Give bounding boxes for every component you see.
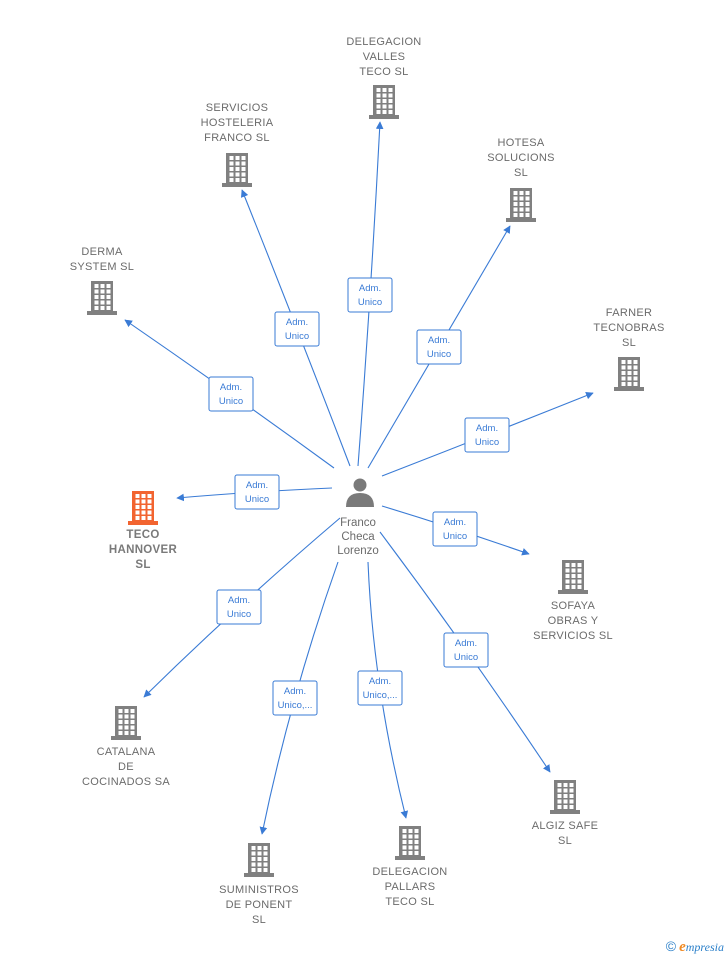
company-name-delegacion-pallars[interactable]: PALLARS — [385, 881, 436, 893]
company-name-delegacion-pallars[interactable]: TECO SL — [385, 896, 434, 908]
relation-label-hotesa-solucions[interactable]: Adm. Unico — [416, 329, 462, 365]
brand-initial: e — [679, 939, 686, 955]
building-icon[interactable] — [506, 188, 536, 222]
company-name-delegacion-valles[interactable]: DELEGACION — [346, 36, 421, 48]
person-name[interactable]: Lorenzo — [337, 545, 379, 557]
relation-text: Adm. — [369, 676, 391, 687]
company-name-suministros-ponent[interactable]: SL — [252, 914, 266, 926]
relation-box — [416, 329, 462, 365]
relation-text: Adm. — [455, 638, 477, 649]
relation-text: Adm. — [476, 423, 498, 434]
company-name-farner-tecnobras[interactable]: SL — [622, 337, 636, 349]
relation-text: Unico,... — [363, 690, 398, 701]
company-name-servicios-hosteleria[interactable]: FRANCO SL — [204, 132, 270, 144]
company-name-teco-hannover[interactable]: TECO — [126, 529, 159, 541]
relation-label-catalana-cocinados[interactable]: Adm. Unico — [216, 589, 262, 625]
company-name-teco-hannover[interactable]: HANNOVER — [109, 544, 178, 556]
relation-text: Adm. — [286, 317, 308, 328]
person-icon[interactable] — [346, 478, 374, 508]
relation-box — [274, 311, 320, 347]
company-name-sofaya-obras[interactable]: SOFAYA — [551, 600, 596, 612]
company-name-delegacion-valles[interactable]: VALLES — [363, 51, 406, 63]
relation-text: Unico,... — [278, 700, 313, 711]
relation-box — [432, 511, 478, 547]
edges-layer — [124, 121, 594, 835]
relation-text: Adm. — [428, 335, 450, 346]
company-name-derma-system[interactable]: DERMA — [81, 246, 123, 258]
building-icon[interactable] — [395, 826, 425, 860]
relation-text: Unico — [245, 494, 269, 505]
building-icon[interactable] — [369, 85, 399, 119]
relation-label-servicios-hosteleria[interactable]: Adm. Unico — [274, 311, 320, 347]
relation-text: Unico — [358, 297, 382, 308]
building-icon[interactable] — [614, 357, 644, 391]
copyright-symbol: © — [665, 938, 677, 954]
building-icon[interactable] — [558, 560, 588, 594]
company-name-algiz-safe[interactable]: SL — [558, 835, 572, 847]
company-name-hotesa-solucions[interactable]: SOLUCIONS — [487, 152, 555, 164]
company-name-teco-hannover[interactable]: SL — [135, 559, 150, 571]
company-name-sofaya-obras[interactable]: OBRAS Y — [548, 615, 599, 627]
relation-label-farner-tecnobras[interactable]: Adm. Unico — [464, 417, 510, 453]
company-name-suministros-ponent[interactable]: SUMINISTROS — [219, 884, 299, 896]
empresia-watermark: © empresia — [666, 938, 724, 956]
building-icon[interactable] — [244, 843, 274, 877]
building-icon[interactable] — [111, 706, 141, 740]
relation-text: Unico — [285, 331, 309, 342]
relation-box — [464, 417, 510, 453]
relation-label-suministros-ponent[interactable]: Adm. Unico,... — [272, 680, 318, 716]
company-name-delegacion-valles[interactable]: TECO SL — [359, 66, 408, 78]
relation-text: Unico — [219, 396, 243, 407]
company-name-hotesa-solucions[interactable]: HOTESA — [497, 137, 544, 149]
company-name-servicios-hosteleria[interactable]: SERVICIOS — [206, 102, 268, 114]
person-name[interactable]: Franco — [340, 517, 376, 529]
building-icon[interactable] — [550, 780, 580, 814]
relation-box — [272, 680, 318, 716]
relation-text: Adm. — [359, 283, 381, 294]
relation-text: Unico — [443, 531, 467, 542]
relation-text: Unico — [227, 609, 251, 620]
relation-label-sofaya-obras[interactable]: Adm. Unico — [432, 511, 478, 547]
company-name-hotesa-solucions[interactable]: SL — [514, 167, 528, 179]
relation-box — [357, 670, 403, 706]
company-name-catalana-cocinados[interactable]: CATALANA — [97, 746, 156, 758]
relation-label-derma-system[interactable]: Adm. Unico — [208, 376, 254, 412]
relation-box — [347, 277, 393, 313]
relation-box — [234, 474, 280, 510]
relation-label-delegacion-pallars[interactable]: Adm. Unico,... — [357, 670, 403, 706]
brand-name: mpresia — [685, 940, 724, 954]
relation-text: Adm. — [284, 686, 306, 697]
company-name-delegacion-pallars[interactable]: DELEGACION — [372, 866, 447, 878]
relation-box — [443, 632, 489, 668]
relation-label-delegacion-valles[interactable]: Adm. Unico — [347, 277, 393, 313]
company-name-suministros-ponent[interactable]: DE PONENT — [226, 899, 293, 911]
company-name-sofaya-obras[interactable]: SERVICIOS SL — [533, 630, 613, 642]
company-name-derma-system[interactable]: SYSTEM SL — [70, 261, 134, 273]
relation-label-algiz-safe[interactable]: Adm. Unico — [443, 632, 489, 668]
relation-text: Adm. — [444, 517, 466, 528]
relation-text: Adm. — [246, 480, 268, 491]
company-name-algiz-safe[interactable]: ALGIZ SAFE — [532, 820, 599, 832]
company-name-catalana-cocinados[interactable]: DE — [118, 761, 134, 773]
building-icon[interactable] — [222, 153, 252, 187]
company-name-farner-tecnobras[interactable]: FARNER — [606, 307, 652, 319]
relation-box — [208, 376, 254, 412]
relation-box — [216, 589, 262, 625]
relation-label-teco-hannover[interactable]: Adm. Unico — [234, 474, 280, 510]
relation-text: Unico — [454, 652, 478, 663]
building-icon[interactable] — [87, 281, 117, 315]
person-name[interactable]: Checa — [341, 531, 375, 543]
relation-text: Adm. — [220, 382, 242, 393]
relation-text: Adm. — [228, 595, 250, 606]
building-icon[interactable] — [128, 491, 158, 525]
relation-text: Unico — [475, 437, 499, 448]
relation-text: Unico — [427, 349, 451, 360]
company-name-farner-tecnobras[interactable]: TECNOBRAS — [593, 322, 664, 334]
company-name-catalana-cocinados[interactable]: COCINADOS SA — [82, 776, 170, 788]
company-name-servicios-hosteleria[interactable]: HOSTELERIA — [201, 117, 274, 129]
